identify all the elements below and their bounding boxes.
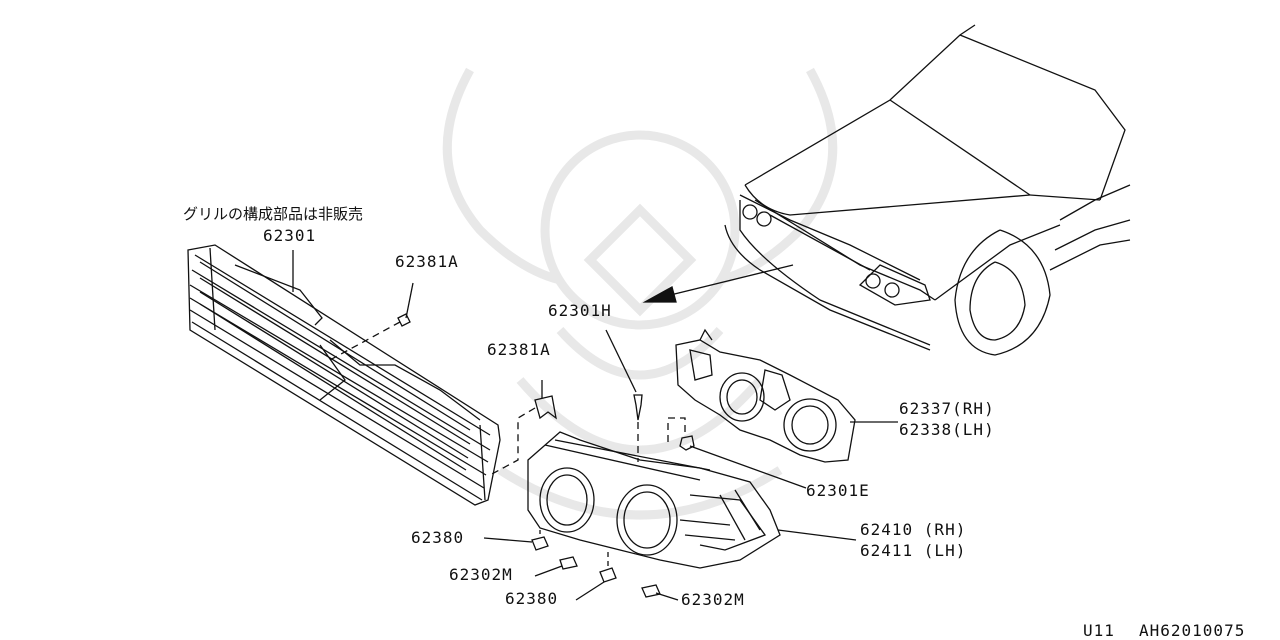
screw-drawing	[633, 394, 643, 421]
bracket-drawing	[675, 328, 856, 463]
pointer-arrowhead	[642, 286, 677, 303]
grille-drawing	[187, 244, 501, 506]
car-illustration	[724, 24, 1131, 356]
nut-bottom-drawing	[599, 567, 617, 583]
watermark-emblem	[442, 67, 838, 520]
part-label-grille[interactable]: 62301	[263, 226, 317, 245]
note-not-sold-separately: グリルの構成部品は非販売	[183, 205, 364, 223]
part-label-panel-lh[interactable]: 62411 (LH)	[860, 541, 967, 560]
clip-e-drawing	[679, 435, 695, 451]
part-label-nut-left[interactable]: 62380	[411, 528, 465, 547]
part-label-bracket-lh[interactable]: 62338(LH)	[899, 420, 995, 439]
panel-drawing	[527, 431, 781, 569]
footer-code: AH62010075	[1139, 621, 1246, 640]
part-label-nut-bottom[interactable]: 62380	[505, 589, 559, 608]
part-label-clip-lower[interactable]: 62381A	[487, 340, 551, 359]
part-label-panel-rh[interactable]: 62410 (RH)	[860, 520, 967, 539]
clip-lower-drawing	[534, 395, 557, 420]
clip-m-right-drawing	[641, 584, 661, 598]
part-label-clip-upper[interactable]: 62381A	[395, 252, 459, 271]
clip-upper-drawing	[397, 313, 411, 327]
nut-left-drawing	[531, 536, 549, 551]
part-label-screw[interactable]: 62301H	[548, 301, 612, 320]
clip-m-left-drawing	[559, 556, 578, 570]
part-label-clip-e[interactable]: 62301E	[806, 481, 870, 500]
part-label-clip-m-right[interactable]: 62302M	[681, 590, 745, 609]
part-label-clip-m-left[interactable]: 62302M	[449, 565, 513, 584]
part-label-bracket-rh[interactable]: 62337(RH)	[899, 399, 995, 418]
footer-model: U11	[1083, 621, 1115, 640]
